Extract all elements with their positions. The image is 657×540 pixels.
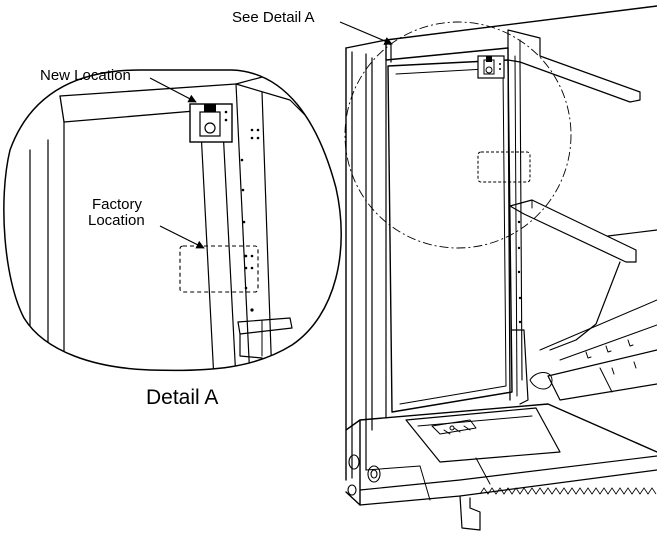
detail-a-caption: Detail A — [146, 386, 218, 409]
new-location-arrow — [149, 77, 197, 103]
latch-new-location-main — [477, 55, 505, 79]
serrated-strip — [479, 487, 657, 495]
tray-wiring — [431, 419, 477, 435]
base-knockouts — [347, 454, 381, 496]
see-detail-label: See Detail A — [232, 9, 315, 26]
vent-slots — [585, 339, 637, 375]
callout-arrows — [149, 21, 393, 249]
factory-location-detail — [179, 245, 259, 293]
factory-location-main — [477, 151, 531, 183]
factory-location-arrow — [159, 225, 205, 249]
see-detail-arrow — [339, 21, 393, 45]
cabinet-assembly — [344, 5, 657, 531]
detail-a-circle — [344, 21, 572, 249]
detail-a-magnified — [3, 69, 342, 372]
rail-holes — [517, 220, 522, 324]
factory-location-label-line1: Factory — [92, 196, 143, 213]
factory-location-label-line2: Location — [88, 212, 145, 229]
new-location-label: New Location — [40, 67, 131, 84]
latch-new-location-detail — [189, 103, 233, 143]
detail-rail-holes — [240, 128, 260, 312]
